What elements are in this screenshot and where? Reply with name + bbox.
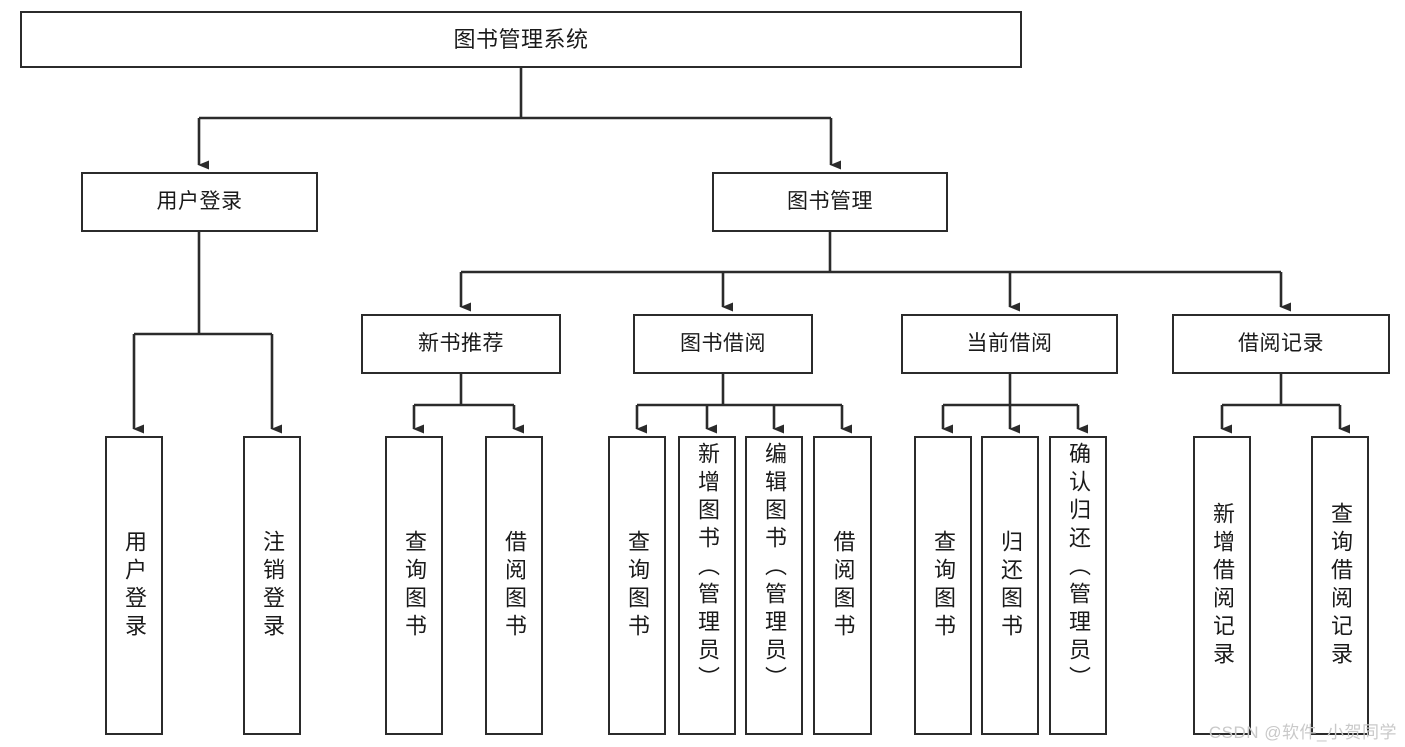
node-book-borrow[interactable]: 图书借阅 (633, 314, 813, 374)
node-leaf-borrow-book-2-label: 借阅图书 (830, 529, 856, 642)
node-root-book-management-system[interactable]: 图书管理系统 (20, 11, 1022, 68)
node-leaf-query-book-3[interactable]: 查询图书 (914, 436, 972, 735)
node-leaf-return-book[interactable]: 归还图书 (981, 436, 1039, 735)
node-leaf-add-book-label: 新增图书（管理员） (695, 442, 720, 694)
node-book-management-label: 图书管理 (787, 189, 873, 213)
node-current-borrow-label: 当前借阅 (966, 331, 1053, 355)
node-borrow-record[interactable]: 借阅记录 (1172, 314, 1390, 374)
node-leaf-query-book-2[interactable]: 查询图书 (608, 436, 666, 735)
node-leaf-return-book-label: 归还图书 (998, 529, 1023, 642)
node-leaf-query-book-2-label: 查询图书 (625, 529, 650, 642)
node-current-borrow[interactable]: 当前借阅 (901, 314, 1118, 374)
node-leaf-query-borrow-record[interactable]: 查询借阅记录 (1311, 436, 1369, 735)
node-book-borrow-label: 图书借阅 (680, 331, 766, 355)
node-leaf-user-login-label: 用户登录 (122, 529, 147, 642)
node-leaf-confirm-return-label: 确认归还（管理员） (1066, 442, 1091, 694)
node-leaf-borrow-book-1-label: 借阅图书 (502, 529, 527, 642)
node-book-management[interactable]: 图书管理 (712, 172, 948, 232)
node-leaf-user-login[interactable]: 用户登录 (105, 436, 163, 735)
node-leaf-add-borrow-record[interactable]: 新增借阅记录 (1193, 436, 1251, 735)
node-root-label: 图书管理系统 (453, 26, 589, 52)
node-user-login[interactable]: 用户登录 (81, 172, 318, 232)
node-leaf-query-book-1[interactable]: 查询图书 (385, 436, 443, 735)
node-leaf-confirm-return[interactable]: 确认归还（管理员） (1049, 436, 1107, 735)
node-leaf-logout-login-label: 注销登录 (260, 529, 285, 642)
node-leaf-query-book-3-label: 查询图书 (931, 529, 956, 642)
node-borrow-record-label: 借阅记录 (1238, 331, 1324, 355)
node-user-login-label: 用户登录 (156, 189, 243, 213)
node-leaf-query-book-1-label: 查询图书 (402, 529, 427, 642)
node-new-book-recommend[interactable]: 新书推荐 (361, 314, 561, 374)
node-new-book-recommend-label: 新书推荐 (418, 331, 504, 355)
node-leaf-add-borrow-record-label: 新增借阅记录 (1210, 501, 1235, 670)
node-leaf-add-book[interactable]: 新增图书（管理员） (678, 436, 736, 735)
node-leaf-borrow-book-1[interactable]: 借阅图书 (485, 436, 543, 735)
node-leaf-logout-login[interactable]: 注销登录 (243, 436, 301, 735)
node-leaf-edit-book[interactable]: 编辑图书（管理员） (745, 436, 803, 735)
csdn-watermark: CSDN @软件_小贺同学 (1208, 723, 1397, 742)
node-leaf-query-borrow-record-label: 查询借阅记录 (1328, 501, 1353, 670)
node-leaf-edit-book-label: 编辑图书（管理员） (762, 442, 787, 694)
node-leaf-borrow-book-2[interactable]: 借阅图书 (813, 436, 872, 735)
